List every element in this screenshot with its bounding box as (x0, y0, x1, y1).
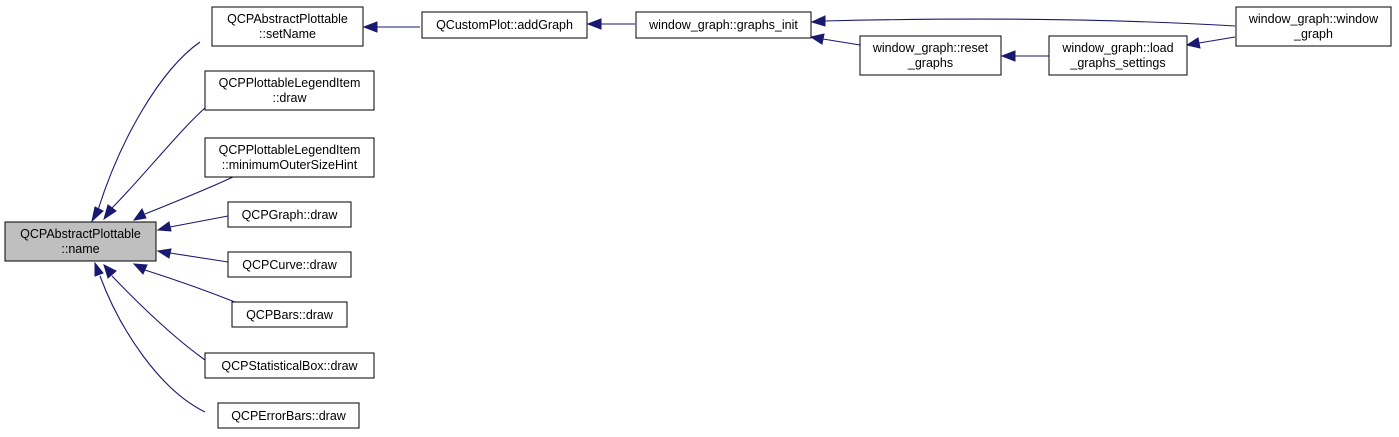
node-windowGraph[interactable]: window_graph::window _graph (1235, 6, 1392, 47)
node-resetGraphs-line-1: window_graph::reset (872, 41, 989, 55)
node-boxDraw-label: QCPStatisticalBox::draw (221, 359, 358, 373)
node-barsDraw-label: QCPBars::draw (246, 308, 334, 322)
edge-errDraw-to-name (99, 275, 206, 413)
node-legendMin[interactable]: QCPPlottableLegendItem ::minimumOuterSiz… (204, 137, 375, 178)
edge-curveDraw-to-name-arrow (156, 248, 172, 259)
edge-setName-to-name (97, 41, 201, 211)
edge-windowGraph-to-graphsInit (823, 18, 1236, 27)
edges (91, 15, 1236, 413)
node-setName-line-2: ::setName (259, 27, 316, 41)
node-graphDraw[interactable]: QCPGraph::draw (227, 201, 352, 228)
node-resetGraphs-line-2: _graphs (907, 56, 953, 70)
node-legendMin-line-2: ::minimumOuterSizeHint (222, 158, 358, 172)
node-windowGraph-line-1: window_graph::window (1248, 12, 1379, 26)
node-graphDraw-label: QCPGraph::draw (242, 208, 339, 222)
node-legendDraw-line-2: ::draw (272, 91, 307, 105)
edge-resetGraphs-to-graphsInit (822, 38, 861, 46)
edge-resetGraphs-to-graphsInit-arrow (809, 33, 825, 45)
edge-legendDraw-to-name (111, 107, 206, 209)
node-legendDraw-line-1: QCPPlottableLegendItem (219, 76, 361, 90)
node-loadSettings-line-2: _graphs_settings (1069, 56, 1165, 70)
node-legendMin-line-1: QCPPlottableLegendItem (219, 143, 361, 157)
edge-curveDraw-to-name (169, 252, 229, 263)
edge-graphDraw-to-name-arrow (156, 221, 172, 232)
edge-errDraw-to-name-arrow (94, 261, 104, 277)
node-curveDraw-label: QCPCurve::draw (242, 258, 337, 272)
edge-legendDraw-to-name-arrow (103, 204, 117, 221)
node-graphsInit-label: window_graph::graphs_init (648, 18, 798, 32)
node-setName[interactable]: QCPAbstractPlottable ::setName (211, 6, 364, 47)
edge-barsDraw-to-name-arrow (132, 263, 148, 275)
edge-setName-to-name-arrow (91, 206, 104, 223)
node-barsDraw[interactable]: QCPBars::draw (231, 301, 348, 328)
node-errDraw[interactable]: QCPErrorBars::draw (217, 402, 360, 429)
edge-legendMin-to-name-arrow (132, 208, 147, 221)
edge-windowGraph-to-loadSettings (1198, 36, 1236, 44)
edge-boxDraw-to-name (111, 275, 206, 361)
edge-addGraph-to-setName-arrow (362, 21, 378, 33)
node-legendDraw[interactable]: QCPPlottableLegendItem ::draw (204, 70, 375, 111)
node-boxDraw[interactable]: QCPStatisticalBox::draw (204, 352, 375, 379)
edge-windowGraph-to-graphsInit-arrow (810, 15, 826, 27)
node-addGraph-label: QCustomPlot::addGraph (436, 18, 573, 32)
node-loadSettings-line-1: window_graph::load (1061, 41, 1173, 55)
node-windowGraph-line-2: _graph (1293, 27, 1333, 41)
edge-boxDraw-to-name-arrow (103, 264, 117, 279)
node-graphsInit[interactable]: window_graph::graphs_init (635, 11, 812, 39)
node-loadSettings[interactable]: window_graph::load _graphs_settings (1048, 35, 1188, 76)
edge-barsDraw-to-name (144, 269, 241, 305)
node-curveDraw[interactable]: QCPCurve::draw (227, 251, 352, 278)
node-errDraw-label: QCPErrorBars::draw (231, 409, 347, 423)
node-setName-line-1: QCPAbstractPlottable (227, 12, 348, 26)
node-name[interactable]: QCPAbstractPlottable ::name (4, 221, 157, 262)
node-resetGraphs[interactable]: window_graph::reset _graphs (859, 35, 1002, 76)
edge-legendMin-to-name (144, 175, 236, 215)
edge-windowGraph-to-loadSettings-arrow (1185, 37, 1201, 49)
edge-graphsInit-to-addGraph-arrow (586, 18, 602, 30)
node-name-line-1: QCPAbstractPlottable (20, 227, 141, 241)
node-addGraph[interactable]: QCustomPlot::addGraph (421, 11, 588, 39)
edge-loadSettings-to-resetGraphs-arrow (1000, 50, 1016, 62)
edge-graphDraw-to-name (169, 215, 229, 228)
node-name-line-2: ::name (61, 242, 99, 256)
